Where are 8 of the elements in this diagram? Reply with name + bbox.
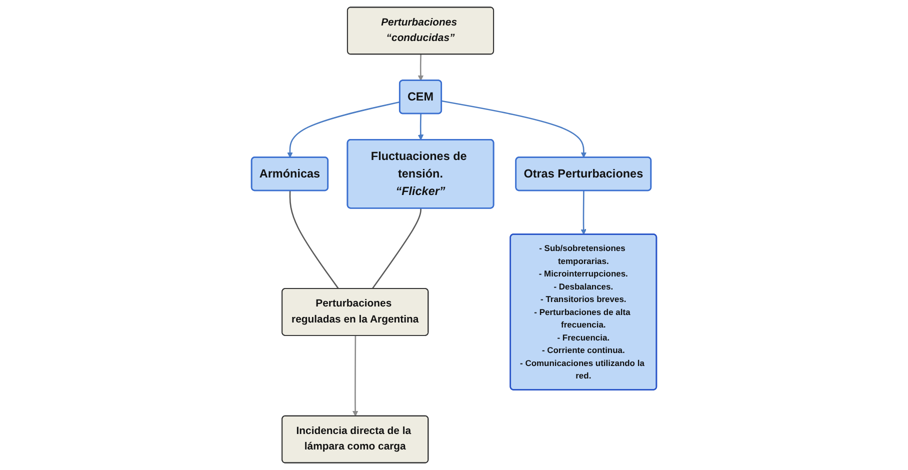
arrow bbox=[287, 101, 400, 158]
arrow bbox=[442, 100, 587, 158]
connector bbox=[372, 208, 422, 290]
arrow bbox=[352, 336, 358, 416]
arrow bbox=[418, 114, 424, 140]
arrow bbox=[418, 54, 424, 81]
arrow bbox=[580, 190, 586, 235]
connector bbox=[289, 190, 340, 290]
